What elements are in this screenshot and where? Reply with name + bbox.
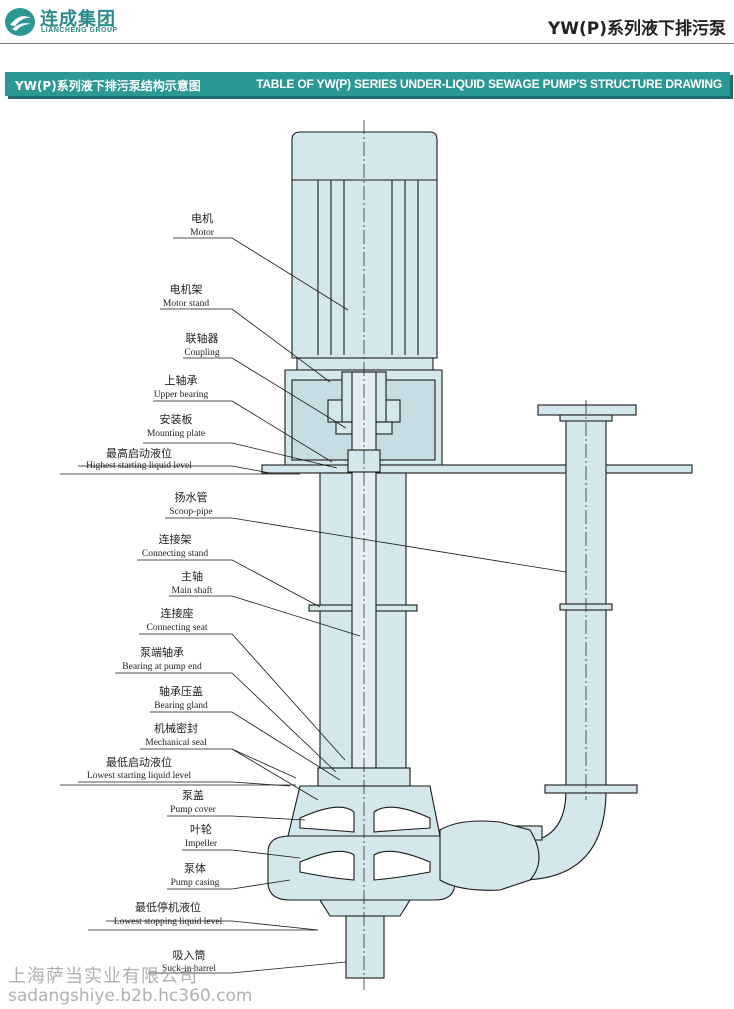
label-impeller-en: Impeller — [185, 839, 218, 849]
label-suck-in-barrel-en: Suck-in barrel — [162, 964, 216, 974]
label-impeller-cn: 叶轮 — [190, 822, 212, 836]
label-lowest-start-level-cn: 最低启动液位 — [106, 755, 172, 769]
label-pump-casing-en: Pump casing — [171, 878, 220, 888]
label-scoop-pipe-cn: 扬水管 — [175, 490, 208, 504]
section-banner: YW(P)系列液下排污泵结构示意图 TABLE OF YW(P) SERIES … — [5, 72, 730, 96]
suck-in-barrel — [345, 915, 385, 979]
mounting-plate — [261, 464, 693, 474]
label-highest-level-en: Highest starting liquid level — [86, 461, 192, 471]
page-title: YW(P)系列液下排污泵 — [547, 19, 726, 39]
label-lowest-start-level-en: Lowest starting liquid level — [87, 771, 192, 781]
label-main-shaft-en: Main shaft — [172, 585, 213, 596]
label-motor-cn: 电机 — [191, 211, 213, 225]
label-pump-cover-cn: 泵盖 — [182, 788, 204, 802]
scoop-pipe — [469, 404, 638, 881]
label-connecting-stand-en: Connecting stand — [142, 549, 208, 559]
label-coupling-cn: 联轴器 — [186, 331, 219, 345]
watermark-url: sadangshiye.b2b.hc360.com — [8, 986, 253, 1006]
label-connecting-stand-cn: 连接架 — [159, 533, 192, 546]
logo-name: 连成集团 — [40, 9, 116, 30]
label-connecting-seat-en: Connecting seat — [147, 623, 208, 633]
lc-logo-icon — [5, 8, 35, 36]
label-motor-stand-en: Motor stand — [163, 299, 209, 309]
label-mechanical-seal-en: Mechanical seal — [145, 738, 207, 748]
page-header: 连成集团 LIANCHENG GROUP YW(P)系列液下排污泵 — [0, 0, 734, 44]
label-lowest-stop-level-en: Lowest stopping liquid level — [114, 917, 223, 927]
label-connecting-seat-cn: 连接座 — [161, 606, 194, 620]
label-motor-stand-cn: 电机架 — [170, 282, 203, 296]
label-coupling-en: Coupling — [184, 348, 220, 358]
label-pump-end-bearing-en: Bearing at pump end — [122, 662, 202, 672]
company-logo: 连成集团 LIANCHENG GROUP — [4, 4, 144, 40]
header-divider — [0, 43, 734, 44]
impeller — [299, 806, 431, 881]
watermark-company: 上海萨当实业有限公司 — [8, 966, 198, 987]
part-labels: 电机 Motor 电机架 Motor stand 联轴器 Coupling 上轴… — [86, 211, 222, 974]
logo-subtitle: LIANCHENG GROUP — [41, 27, 118, 34]
label-bearing-gland-cn: 轴承压盖 — [159, 684, 203, 698]
label-upper-bearing-cn: 上轴承 — [165, 373, 198, 387]
label-scoop-pipe-en: Scoop-pipe — [169, 507, 212, 517]
label-mounting-plate-cn: 安装板 — [160, 412, 193, 426]
motor-body — [291, 131, 438, 371]
label-pump-cover-en: Pump cover — [170, 805, 216, 815]
label-upper-bearing-en: Upper bearing — [154, 390, 209, 400]
pump-casing — [267, 820, 540, 917]
label-main-shaft-cn: 主轴 — [181, 569, 203, 583]
label-pump-casing-cn: 泵体 — [184, 861, 206, 875]
banner-title-en: TABLE OF YW(P) SERIES UNDER-LIQUID SEWAG… — [256, 77, 722, 91]
label-motor-en: Motor — [190, 228, 215, 238]
label-highest-level-cn: 最高启动液位 — [106, 446, 172, 460]
leader-lines — [78, 237, 567, 974]
label-mounting-plate-en: Mounting plate — [147, 429, 205, 439]
banner-title-cn: YW(P)系列液下排污泵结构示意图 — [15, 79, 201, 93]
label-mechanical-seal-cn: 机械密封 — [154, 721, 198, 735]
label-lowest-stop-level-cn: 最低停机液位 — [135, 900, 201, 914]
label-bearing-gland-en: Bearing gland — [154, 701, 208, 711]
label-pump-end-bearing-cn: 泵端轴承 — [140, 645, 184, 659]
label-suck-in-barrel-cn: 吸入筒 — [173, 948, 206, 962]
